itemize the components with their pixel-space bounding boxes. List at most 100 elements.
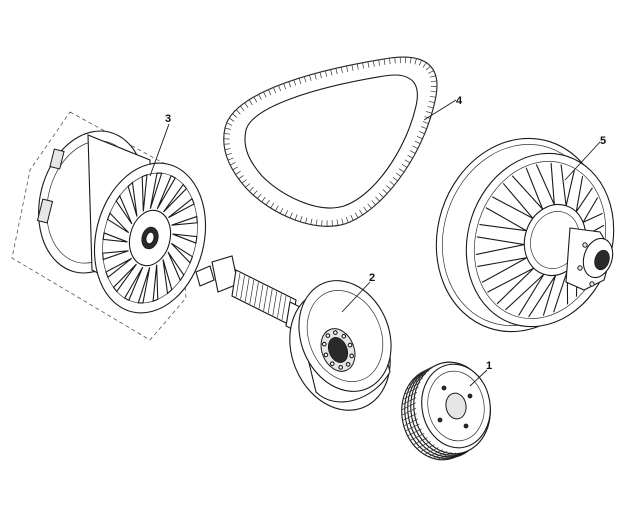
spline bbox=[267, 289, 273, 314]
plate-tab bbox=[411, 373, 426, 382]
belt-tooth bbox=[407, 154, 413, 159]
rib bbox=[582, 197, 603, 223]
belt-tooth bbox=[428, 100, 435, 104]
belt-tooth bbox=[416, 135, 423, 140]
belt-tooth bbox=[263, 91, 267, 98]
belt-tooth bbox=[367, 61, 370, 68]
belt-tooth bbox=[226, 122, 233, 126]
rib bbox=[560, 164, 575, 207]
rib bbox=[487, 267, 535, 304]
belt-tooth bbox=[238, 175, 244, 180]
belt-tooth bbox=[409, 57, 412, 64]
roller bbox=[332, 330, 338, 335]
roller bbox=[338, 365, 344, 370]
spline bbox=[244, 277, 250, 302]
belt-tooth bbox=[392, 176, 398, 182]
belt-tooth bbox=[395, 172, 402, 177]
belt-tooth bbox=[418, 131, 425, 135]
plate-tab bbox=[428, 449, 443, 458]
belt-tooth bbox=[414, 140, 421, 145]
belt-tooth bbox=[378, 59, 380, 66]
belt-tooth bbox=[335, 68, 338, 75]
roller bbox=[329, 361, 335, 367]
belt-tooth bbox=[324, 70, 328, 77]
spline bbox=[254, 282, 259, 307]
plate-tab bbox=[407, 428, 422, 437]
belt-tooth bbox=[372, 60, 375, 67]
roller bbox=[345, 362, 351, 367]
fin bbox=[123, 266, 144, 302]
fin bbox=[168, 197, 195, 219]
belt-tooth bbox=[258, 94, 262, 100]
belt-tooth bbox=[303, 76, 307, 83]
belt-tooth bbox=[284, 210, 288, 216]
rib bbox=[479, 207, 528, 232]
fin bbox=[171, 215, 198, 226]
belt-tooth bbox=[232, 113, 238, 118]
roller bbox=[321, 341, 327, 347]
spline bbox=[281, 295, 287, 321]
rib bbox=[535, 162, 555, 206]
belt-tooth bbox=[330, 69, 333, 76]
belt-tooth bbox=[341, 218, 344, 225]
part-3-cooling-fins bbox=[102, 172, 198, 304]
plate-tab bbox=[420, 444, 435, 453]
belt-tooth bbox=[232, 166, 239, 171]
plate-tab bbox=[401, 397, 417, 405]
roller bbox=[323, 352, 329, 358]
plate-tab bbox=[410, 433, 425, 441]
fin bbox=[106, 212, 130, 234]
belt-tooth bbox=[427, 106, 434, 109]
belt-tooth bbox=[261, 196, 266, 203]
spline bbox=[277, 293, 282, 318]
belt-tooth bbox=[359, 209, 363, 216]
belt-tooth bbox=[409, 150, 416, 154]
plate-tab bbox=[418, 367, 433, 375]
belt-tooth bbox=[299, 215, 303, 222]
belt-tooth bbox=[224, 133, 231, 135]
belt-tooth bbox=[321, 220, 323, 227]
belt-tooth bbox=[248, 99, 253, 106]
belt-tooth bbox=[367, 203, 372, 209]
fin bbox=[156, 174, 177, 210]
plate-tab bbox=[413, 437, 428, 445]
belt-tooth bbox=[398, 168, 405, 173]
belt-tooth bbox=[430, 90, 437, 93]
callout-5-label: 5 bbox=[600, 135, 606, 147]
spline bbox=[235, 272, 241, 298]
fin bbox=[170, 242, 194, 264]
rib bbox=[477, 257, 528, 283]
fin bbox=[172, 233, 198, 244]
belt-tooth bbox=[244, 102, 249, 108]
fin bbox=[102, 232, 128, 243]
belt-tooth bbox=[422, 62, 427, 68]
plate-tab bbox=[405, 423, 420, 432]
belt-tooth bbox=[315, 219, 318, 226]
plate-tab bbox=[437, 452, 452, 460]
fin bbox=[152, 264, 159, 303]
belt-tooth bbox=[265, 199, 270, 206]
callout-4-label: 4 bbox=[456, 95, 463, 107]
belt-tooth bbox=[418, 60, 422, 66]
belt-tooth bbox=[354, 212, 359, 218]
callout-2: 2 bbox=[341, 272, 375, 313]
belt-tooth bbox=[298, 78, 302, 85]
belt-tooth bbox=[350, 214, 354, 221]
belt-tooth bbox=[270, 202, 275, 209]
callout-3-label: 3 bbox=[165, 113, 171, 125]
roller bbox=[325, 333, 331, 338]
belt-tooth bbox=[414, 58, 417, 65]
belt-tooth bbox=[425, 65, 431, 71]
plate-tab bbox=[402, 392, 418, 400]
belt-tooth bbox=[401, 163, 408, 168]
part-3-drive-clutch bbox=[11, 111, 207, 341]
belt-tooth bbox=[386, 185, 392, 190]
callout-3: 3 bbox=[149, 113, 171, 177]
plate-tab bbox=[441, 452, 457, 461]
belt-tooth bbox=[429, 75, 436, 78]
fin bbox=[102, 250, 129, 261]
belt-tooth bbox=[288, 81, 292, 88]
rib bbox=[528, 274, 557, 318]
